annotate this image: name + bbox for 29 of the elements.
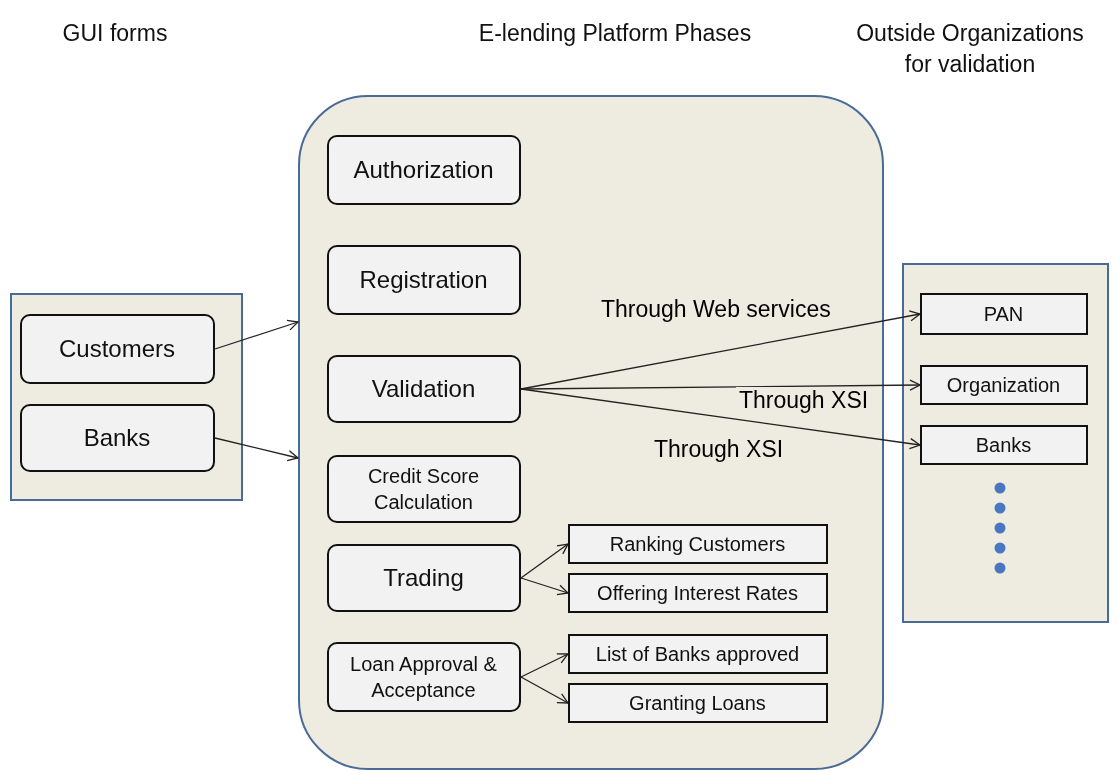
process-box: Credit Score Calculation — [326, 454, 521, 523]
process-box: Customers — [19, 313, 215, 384]
process-box: PAN — [919, 292, 1088, 335]
process-box: Ranking Customers — [567, 523, 828, 564]
arrow — [214, 437, 299, 462]
column-heading: Outside Organizations for validation — [855, 19, 1085, 80]
process-box: Trading — [326, 543, 521, 612]
process-box: Loan Approval & Acceptance — [326, 641, 521, 712]
process-box: List of Banks approved — [567, 633, 828, 674]
process-box: Validation — [326, 354, 521, 423]
process-box: Banks — [19, 403, 215, 472]
group-panel — [10, 293, 243, 501]
process-box: Banks — [919, 424, 1088, 465]
arrow — [520, 379, 921, 391]
arrow — [520, 577, 569, 596]
column-heading: E-lending Platform Phases — [477, 19, 753, 48]
process-box: Authorization — [326, 134, 521, 205]
group-panel — [902, 263, 1109, 623]
arrow — [520, 543, 569, 579]
arrow — [214, 319, 299, 350]
phase-panel — [298, 95, 884, 770]
process-box: Offering Interest Rates — [567, 572, 828, 613]
arrow — [520, 653, 569, 678]
process-box: Registration — [326, 244, 521, 315]
arrow — [520, 676, 569, 704]
process-box: Organization — [919, 364, 1088, 405]
arrow — [520, 388, 921, 450]
column-heading: GUI forms — [61, 19, 169, 48]
process-box: Granting Loans — [567, 682, 828, 723]
